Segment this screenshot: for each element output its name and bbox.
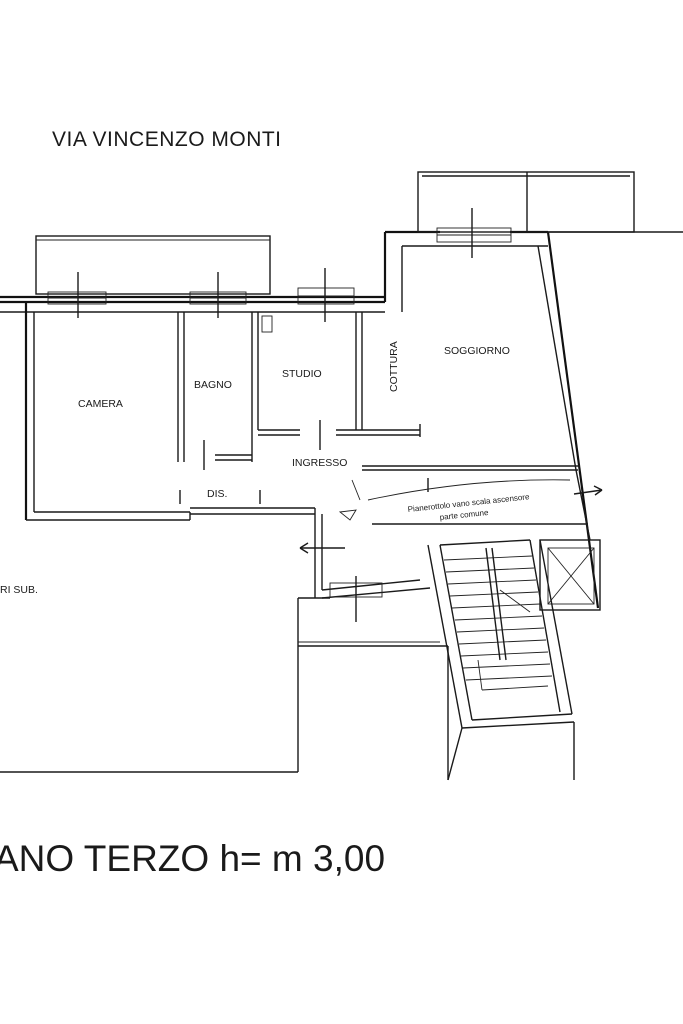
room-label-studio: STUDIO	[282, 368, 322, 380]
room-label-soggiorno: SOGGIORNO	[444, 345, 510, 357]
door-marks	[179, 315, 603, 554]
room-label-bagno: BAGNO	[194, 379, 232, 391]
other-sub-label: RI SUB.	[0, 584, 38, 596]
staircase	[427, 539, 575, 781]
windows	[47, 208, 512, 622]
room-label-camera: CAMERA	[78, 398, 123, 410]
room-label-dis: DIS.	[207, 488, 227, 500]
room-label-ingresso: INGRESSO	[292, 457, 347, 469]
street-label: VIA VINCENZO MONTI	[52, 128, 282, 151]
neighbour-area	[0, 597, 449, 780]
elevator-shaft	[539, 539, 601, 611]
balcony-left	[35, 235, 271, 295]
apartment-walls	[0, 171, 683, 609]
floor-caption: ANO TERZO h= m 3,00	[0, 838, 386, 879]
room-label-cottura: COTTURA	[388, 341, 400, 392]
landing-note-line2: parte comune	[439, 508, 489, 522]
